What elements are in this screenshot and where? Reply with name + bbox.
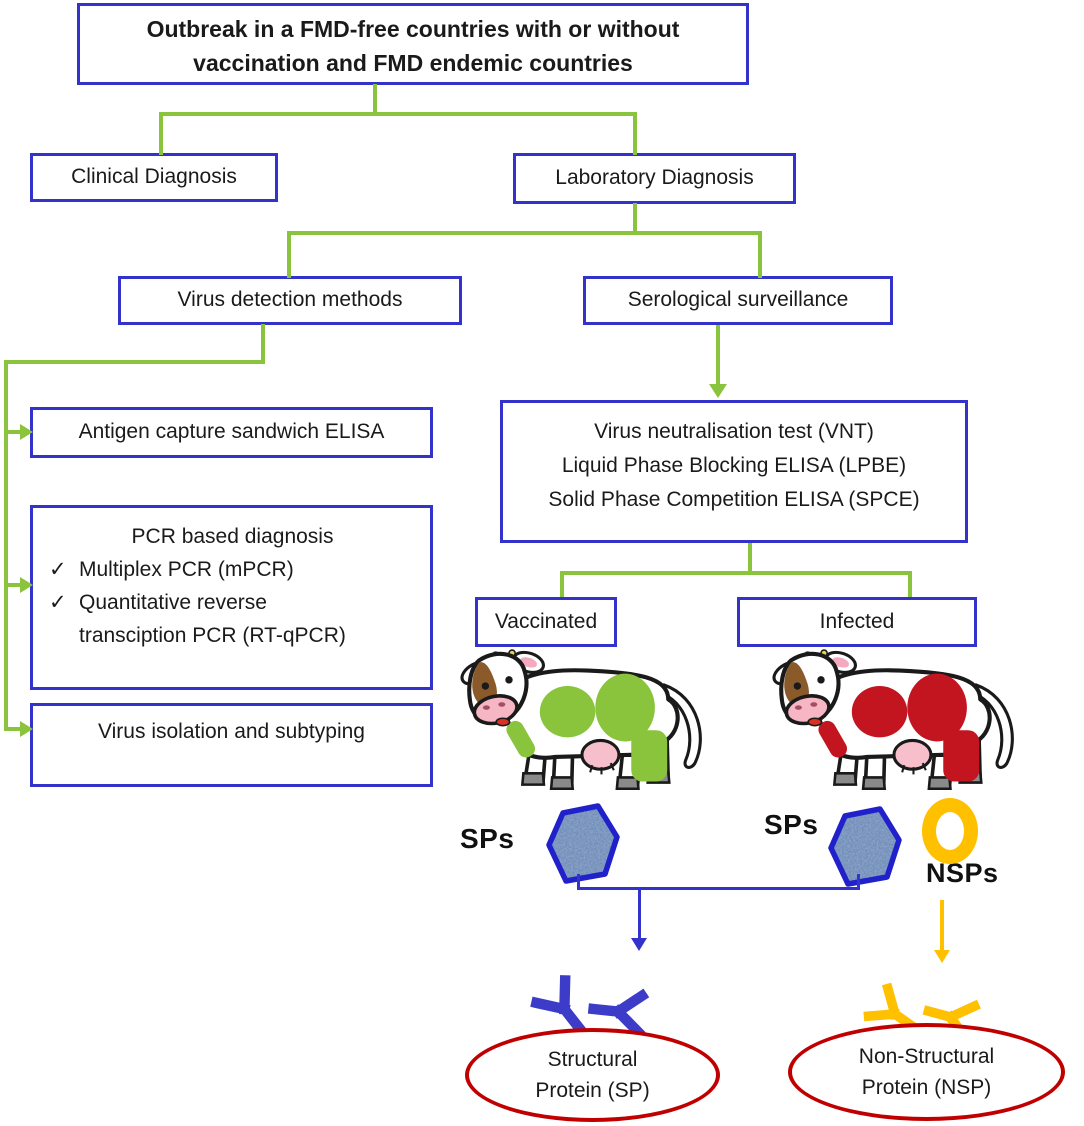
checkmark-icon: ✓: [49, 591, 67, 614]
node-virus-detection-methods: Virus detection methods: [118, 276, 462, 325]
node-laboratory-diagnosis: Laboratory Diagnosis: [513, 153, 796, 204]
connector-vnt-down: [748, 543, 752, 573]
pcr-item-mpcr: ✓ Multiplex PCR (mPCR): [43, 553, 422, 586]
sp-hexagon-icon: [828, 806, 902, 887]
connector-title-down: [373, 84, 377, 114]
connector-lab-split: [287, 231, 762, 235]
node-infected: Infected: [737, 597, 977, 647]
connector-to-clinical: [159, 112, 163, 155]
arrow-pcr-line: [8, 583, 22, 587]
nsp-ring-icon: [922, 798, 978, 864]
node-outbreak-title: Outbreak in a FMD-free countries with or…: [77, 3, 749, 85]
vnt-line: Solid Phase Competition ELISA (SPCE): [548, 488, 920, 511]
arrow-antigen-line: [8, 430, 22, 434]
connector-vdm-left: [4, 360, 265, 364]
connector-laboratory-down: [633, 203, 637, 234]
pcr-title: PCR based diagnosis: [131, 525, 334, 548]
pcr-item-label: transciption PCR (RT-qPCR): [79, 624, 346, 647]
arrow-sp-line: [638, 887, 641, 940]
connector-to-serological: [758, 231, 762, 278]
arrow-right-icon: [20, 424, 33, 440]
bracket-horizontal: [577, 887, 860, 890]
node-pcr-diagnosis: PCR based diagnosis ✓ Multiplex PCR (mPC…: [30, 505, 433, 690]
bracket-left-stub: [577, 874, 580, 890]
bracket-right-stub: [857, 874, 860, 890]
sp-oval-line: Structural: [547, 1048, 638, 1071]
terminal-nsp-oval: Non-Structural Protein (NSP): [788, 1023, 1065, 1121]
arrow-down-icon: [934, 950, 950, 963]
node-clinical-diagnosis: Clinical Diagnosis: [30, 153, 278, 202]
terminal-sp-oval: Structural Protein (SP): [465, 1028, 720, 1122]
vnt-line: Liquid Phase Blocking ELISA (LPBE): [561, 454, 907, 477]
node-serological-surveillance: Serological surveillance: [583, 276, 893, 325]
sp-oval-line: Protein (SP): [535, 1079, 650, 1102]
pcr-item-label: Multiplex PCR (mPCR): [79, 558, 294, 581]
connector-to-infected: [908, 571, 912, 597]
vaccinated-cow-icon: [450, 648, 718, 798]
arrow-right-icon: [20, 721, 33, 737]
title-fmd-2: FMD: [373, 50, 424, 76]
node-antigen-elisa: Antigen capture sandwich ELISA: [30, 407, 433, 458]
title-fmd-1: FMD: [299, 16, 350, 42]
arrow-isolation-line: [8, 727, 22, 731]
arrow-serology-line: [716, 325, 720, 386]
arrow-nsp-line: [940, 900, 944, 952]
pcr-item-label: Quantitative reverse: [79, 591, 267, 614]
connector-vdm-down: [261, 324, 265, 363]
arrow-right-icon: [20, 577, 33, 593]
nsps-label: NSPs: [926, 858, 999, 888]
pcr-item-rtqpcr: ✓ Quantitative reverse transciption PCR …: [43, 586, 422, 652]
connector-to-virus-detection: [287, 231, 291, 278]
node-vaccinated: Vaccinated: [475, 597, 617, 647]
connector-left-trunk: [4, 360, 8, 731]
connector-top-split: [159, 112, 637, 116]
sp-hexagon-icon: [546, 803, 620, 884]
pcr-content: PCR based diagnosis ✓ Multiplex PCR (mPC…: [43, 520, 422, 652]
sps-label-right: SPs: [764, 809, 819, 840]
title-text: endemic countries: [423, 50, 633, 76]
node-serology-tests: Virus neutralisation test (VNT) Liquid P…: [500, 400, 968, 543]
connector-vacc-inf-split: [560, 571, 912, 575]
title-text: Outbreak in a: [146, 16, 300, 42]
sps-label-left: SPs: [460, 823, 515, 854]
connector-to-laboratory: [633, 112, 637, 155]
nsp-oval-line: Non-Structural: [858, 1045, 995, 1068]
checkmark-icon: ✓: [49, 558, 67, 581]
infected-cow-icon: [762, 648, 1030, 798]
arrow-down-icon: [631, 938, 647, 951]
nsp-oval-line: Protein (NSP): [861, 1076, 992, 1099]
vnt-line: Virus neutralisation test (VNT): [594, 420, 874, 443]
arrow-down-icon: [709, 384, 727, 398]
node-virus-isolation: Virus isolation and subtyping: [30, 703, 433, 787]
title-text: vaccination and: [193, 50, 374, 76]
connector-to-vaccinated: [560, 571, 564, 597]
title-text: -free countries with or without: [349, 16, 680, 42]
